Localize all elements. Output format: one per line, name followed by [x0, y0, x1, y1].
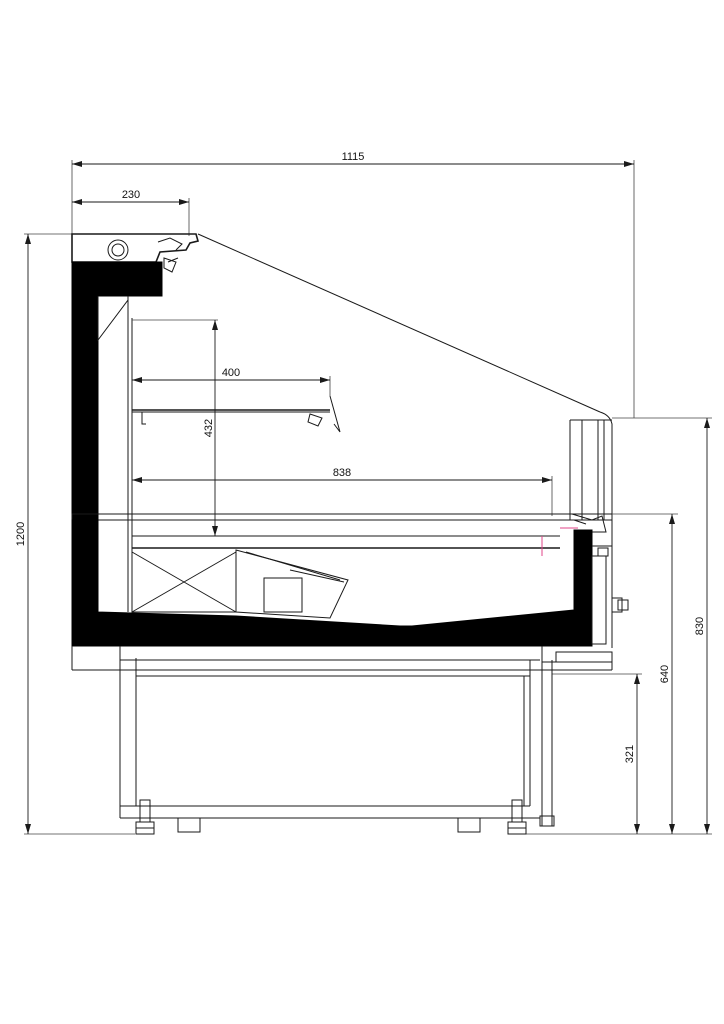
- dimension-label-counter-height: 640: [659, 665, 671, 683]
- dimension-label-base-height: 321: [624, 745, 636, 763]
- base-frame: [71, 646, 613, 835]
- dimension-front-glass-height: 830: [522, 417, 712, 835]
- dimension-counter-height: 640: [612, 513, 678, 834]
- dimension-label-overall-height: 1200: [15, 522, 27, 546]
- cooling-trough: [131, 548, 349, 619]
- dimension-label-front-glass-height: 830: [694, 617, 706, 635]
- dimension-label-display-depth: 838: [333, 467, 351, 479]
- display-deck: 838: [71, 467, 613, 556]
- dimension-top-canopy: 230: [72, 189, 190, 236]
- base-insulated-tub: [71, 519, 629, 648]
- dimension-overall-height: 1200: [15, 233, 135, 835]
- dimension-label-top-canopy: 230: [122, 189, 140, 201]
- dimension-base-height: 321: [552, 673, 642, 834]
- dimension-shelf-clearance: 432: [132, 319, 218, 536]
- dimension-label-upper-shelf: 400: [222, 367, 240, 379]
- dimension-label-overall-width: 1115: [342, 151, 365, 163]
- dimension-label-shelf-clearance: 432: [203, 419, 215, 437]
- dimension-overall-width: 1115: [71, 151, 635, 418]
- front-glass: [197, 233, 613, 520]
- upper-shelf: 400: [132, 367, 341, 433]
